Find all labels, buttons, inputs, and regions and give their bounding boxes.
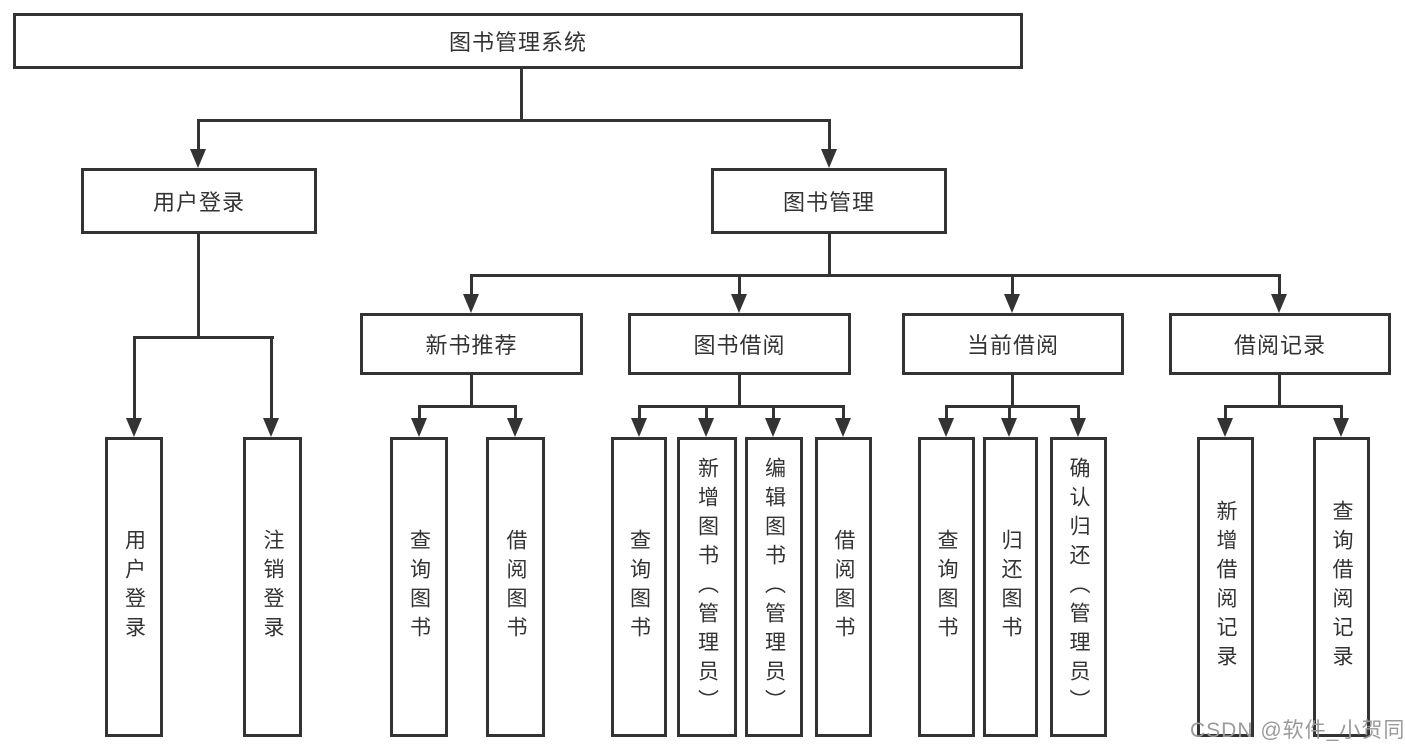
connector-line <box>638 405 845 408</box>
node-new-book-recommend: 新书推荐 <box>360 313 583 375</box>
node-label: 归还图书 <box>999 529 1022 645</box>
arrow-down-icon <box>698 418 714 437</box>
arrow-down-icon <box>263 418 279 437</box>
connector-line <box>1224 405 1343 408</box>
connector-line <box>418 405 517 408</box>
connector-line <box>418 405 421 420</box>
node-label: 借阅图书 <box>832 529 855 645</box>
node-borrow-records: 借阅记录 <box>1169 313 1391 375</box>
node-label: 查询借阅记录 <box>1330 500 1353 674</box>
arrow-down-icon <box>1070 418 1086 437</box>
node-label: 编辑图书（管理员） <box>762 456 786 718</box>
node-label: 新增图书（管理员） <box>695 456 719 718</box>
connector-line <box>738 274 741 297</box>
node-label: 新增借阅记录 <box>1214 500 1237 674</box>
node-label: 借阅图书 <box>504 529 527 645</box>
connector-line <box>828 119 831 151</box>
arrow-down-icon <box>190 149 206 168</box>
leaf-user-login: 用户登录 <box>105 437 163 737</box>
arrow-down-icon <box>1333 418 1349 437</box>
connector-line <box>133 336 274 339</box>
connector-line <box>842 405 845 420</box>
connector-line <box>1077 405 1080 420</box>
leaf-borrow-books: 借阅图书 <box>815 437 872 737</box>
connector-line <box>1278 274 1281 297</box>
arrow-down-icon <box>731 294 747 313</box>
leaf-query-books-current: 查询图书 <box>918 437 975 737</box>
connector-line <box>1011 375 1014 407</box>
leaf-logout: 注销登录 <box>243 437 302 737</box>
connector-line <box>270 336 273 420</box>
node-book-borrowing: 图书借阅 <box>628 313 851 375</box>
connector-line <box>945 405 948 420</box>
connector-line <box>638 405 641 420</box>
connector-line <box>772 405 775 420</box>
leaf-add-borrow-record: 新增借阅记录 <box>1197 437 1254 737</box>
connector-line <box>197 234 200 338</box>
arrow-down-icon <box>765 418 781 437</box>
arrow-down-icon <box>938 418 954 437</box>
node-label: 用户登录 <box>122 529 146 645</box>
node-label: 查询图书 <box>407 529 431 645</box>
node-label: 当前借阅 <box>966 333 1059 358</box>
node-label: 查询图书 <box>935 529 958 645</box>
leaf-add-books-admin: 新增图书（管理员） <box>677 437 737 737</box>
watermark-text: CSDN @软件_小贺同学 <box>1190 719 1405 742</box>
connector-line <box>945 405 1080 408</box>
connector-line <box>705 405 708 420</box>
node-label: 新书推荐 <box>425 333 518 358</box>
arrow-down-icon <box>835 418 851 437</box>
connector-line <box>1278 375 1281 407</box>
arrow-down-icon <box>411 418 427 437</box>
node-book-management-module: 图书管理 <box>711 168 947 234</box>
node-label: 注销登录 <box>261 529 284 645</box>
connector-line <box>1340 405 1343 420</box>
arrow-down-icon <box>1001 418 1017 437</box>
connector-line <box>470 375 473 407</box>
connector-line <box>1224 405 1227 420</box>
arrow-down-icon <box>631 418 647 437</box>
node-label: 用户登录 <box>152 190 245 215</box>
node-label: 确认归还（管理员） <box>1067 456 1090 718</box>
connector-line <box>470 274 1281 277</box>
connector-line <box>1008 405 1011 420</box>
node-label: 借阅记录 <box>1233 333 1326 358</box>
connector-line <box>133 336 136 420</box>
connector-line <box>197 119 831 122</box>
node-library-system: 图书管理系统 <box>13 13 1023 69</box>
connector-line <box>520 69 523 121</box>
connector-line <box>828 234 831 276</box>
leaf-return-books: 归还图书 <box>983 437 1038 737</box>
leaf-query-books-borrow: 查询图书 <box>611 437 667 737</box>
arrow-down-icon <box>1004 294 1020 313</box>
leaf-borrow-books-recommend: 借阅图书 <box>486 437 545 737</box>
connector-line <box>738 375 741 407</box>
node-current-borrowing: 当前借阅 <box>902 313 1124 375</box>
arrow-down-icon <box>126 418 142 437</box>
node-label: 图书管理系统 <box>448 30 587 55</box>
node-label: 图书管理 <box>782 190 875 215</box>
connector-line <box>1011 274 1014 297</box>
node-user-login-module: 用户登录 <box>81 168 317 234</box>
arrow-down-icon <box>821 149 837 168</box>
leaf-confirm-return-admin: 确认归还（管理员） <box>1050 437 1107 737</box>
connector-line <box>514 405 517 420</box>
arrow-down-icon <box>507 418 523 437</box>
node-label: 查询图书 <box>627 529 651 645</box>
leaf-edit-books-admin: 编辑图书（管理员） <box>745 437 803 737</box>
leaf-query-books-recommend: 查询图书 <box>390 437 448 737</box>
connector-line <box>470 274 473 297</box>
connector-line <box>197 119 200 151</box>
arrow-down-icon <box>1271 294 1287 313</box>
arrow-down-icon <box>463 294 479 313</box>
arrow-down-icon <box>1217 418 1233 437</box>
leaf-query-borrow-record: 查询借阅记录 <box>1313 437 1370 737</box>
node-label: 图书借阅 <box>693 333 786 358</box>
